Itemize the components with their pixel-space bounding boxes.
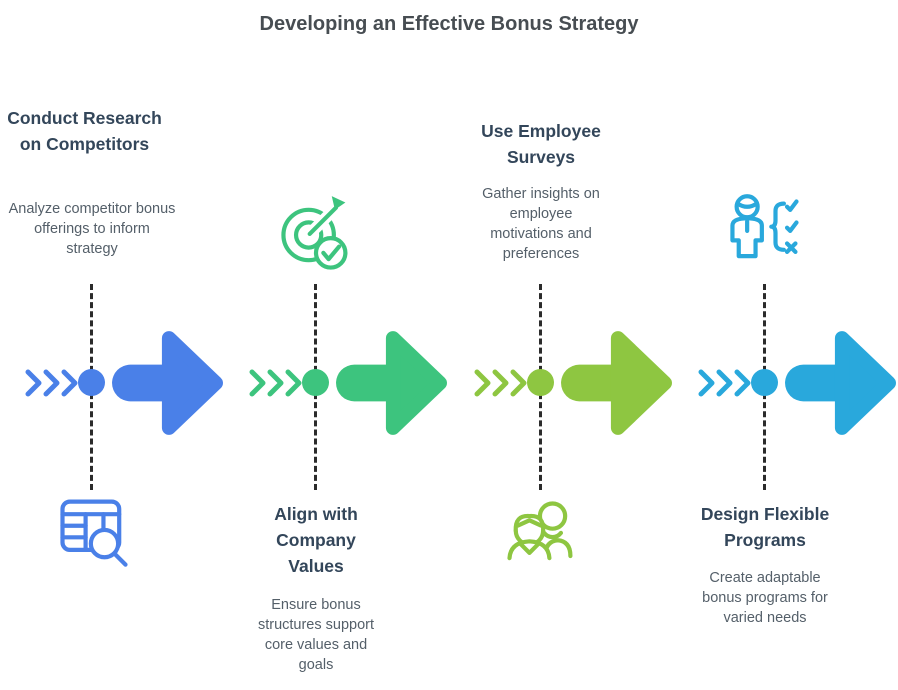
timeline-dot-step2 <box>302 369 329 396</box>
chevrons-step1 <box>24 368 78 398</box>
step4-heading: Design Flexible Programs <box>700 504 830 550</box>
two-people-icon <box>499 493 583 577</box>
target-check-icon <box>274 193 358 277</box>
timeline-dot-step1 <box>78 369 105 396</box>
step2-heading: Align with Company Values <box>274 504 358 576</box>
chevrons-step4 <box>697 368 751 398</box>
step1-heading: Conduct Research on Competitors <box>7 108 162 154</box>
arrow-step4 <box>783 326 897 440</box>
step3-heading: Use Employee Surveys <box>481 121 601 167</box>
step3-description: Gather insights on employee motivations … <box>482 186 600 262</box>
step1-description: Analyze competitor bonus offerings to in… <box>8 201 176 257</box>
timeline-dot-step3 <box>527 369 554 396</box>
person-checklist-icon <box>723 191 807 275</box>
arrow-step2 <box>334 326 448 440</box>
timeline-dot-step4 <box>751 369 778 396</box>
chevrons-step3 <box>473 368 527 398</box>
table-search-icon <box>52 489 136 573</box>
arrow-step1 <box>110 326 224 440</box>
step4-description: Create adaptable bonus programs for vari… <box>702 570 828 626</box>
arrow-step3 <box>559 326 673 440</box>
chevrons-step2 <box>248 368 302 398</box>
page-title: Developing an Effective Bonus Strategy <box>259 13 639 35</box>
step2-description: Ensure bonus structures support core val… <box>257 597 375 673</box>
